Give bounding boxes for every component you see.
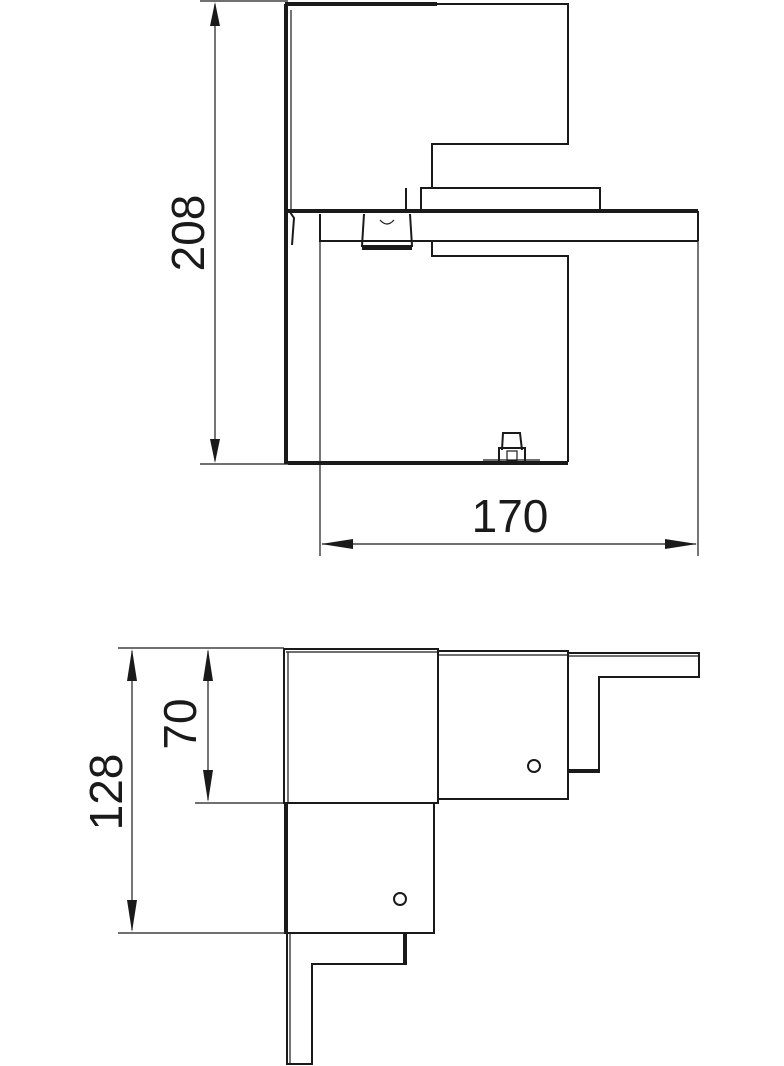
lower-housing-outline bbox=[431, 241, 569, 462]
arrow-down-icon bbox=[127, 900, 137, 932]
dimension-208: 208 bbox=[162, 0, 320, 465]
dimension-170: 170 bbox=[319, 241, 699, 556]
bottom-clip-top bbox=[501, 432, 523, 451]
right-flange bbox=[568, 652, 700, 773]
channel-inner bbox=[319, 214, 698, 242]
dimension-128: 128 bbox=[80, 647, 285, 934]
bottom-clip-window bbox=[506, 450, 518, 462]
wall-hook bbox=[289, 211, 296, 246]
arrow-up-icon bbox=[127, 649, 137, 681]
cover-plate bbox=[420, 187, 601, 211]
bottom-flange bbox=[286, 933, 407, 1065]
arrow-down-icon bbox=[203, 770, 213, 802]
screw-hole-right bbox=[527, 759, 541, 773]
dimension-label-70: 70 bbox=[154, 698, 206, 749]
right-box bbox=[438, 650, 569, 800]
dimension-label-128: 128 bbox=[80, 754, 132, 831]
arrow-right-icon bbox=[665, 539, 697, 549]
bottom-clip-body bbox=[498, 447, 526, 463]
top-clip-notch bbox=[379, 219, 395, 225]
dimension-label-208: 208 bbox=[162, 195, 214, 272]
dimension-70: 70 bbox=[154, 649, 284, 804]
arrow-up-icon bbox=[210, 2, 220, 26]
arrow-left-icon bbox=[321, 539, 353, 549]
arrow-up-icon bbox=[203, 649, 213, 681]
top-view bbox=[284, 2, 699, 465]
arrow-down-icon bbox=[210, 439, 220, 463]
screw-hole-lower bbox=[393, 892, 407, 906]
dimension-label-170: 170 bbox=[472, 490, 549, 542]
upper-box bbox=[283, 648, 439, 804]
upper-housing-outline bbox=[285, 3, 569, 188]
lower-box bbox=[284, 803, 435, 934]
side-view bbox=[283, 648, 700, 1065]
